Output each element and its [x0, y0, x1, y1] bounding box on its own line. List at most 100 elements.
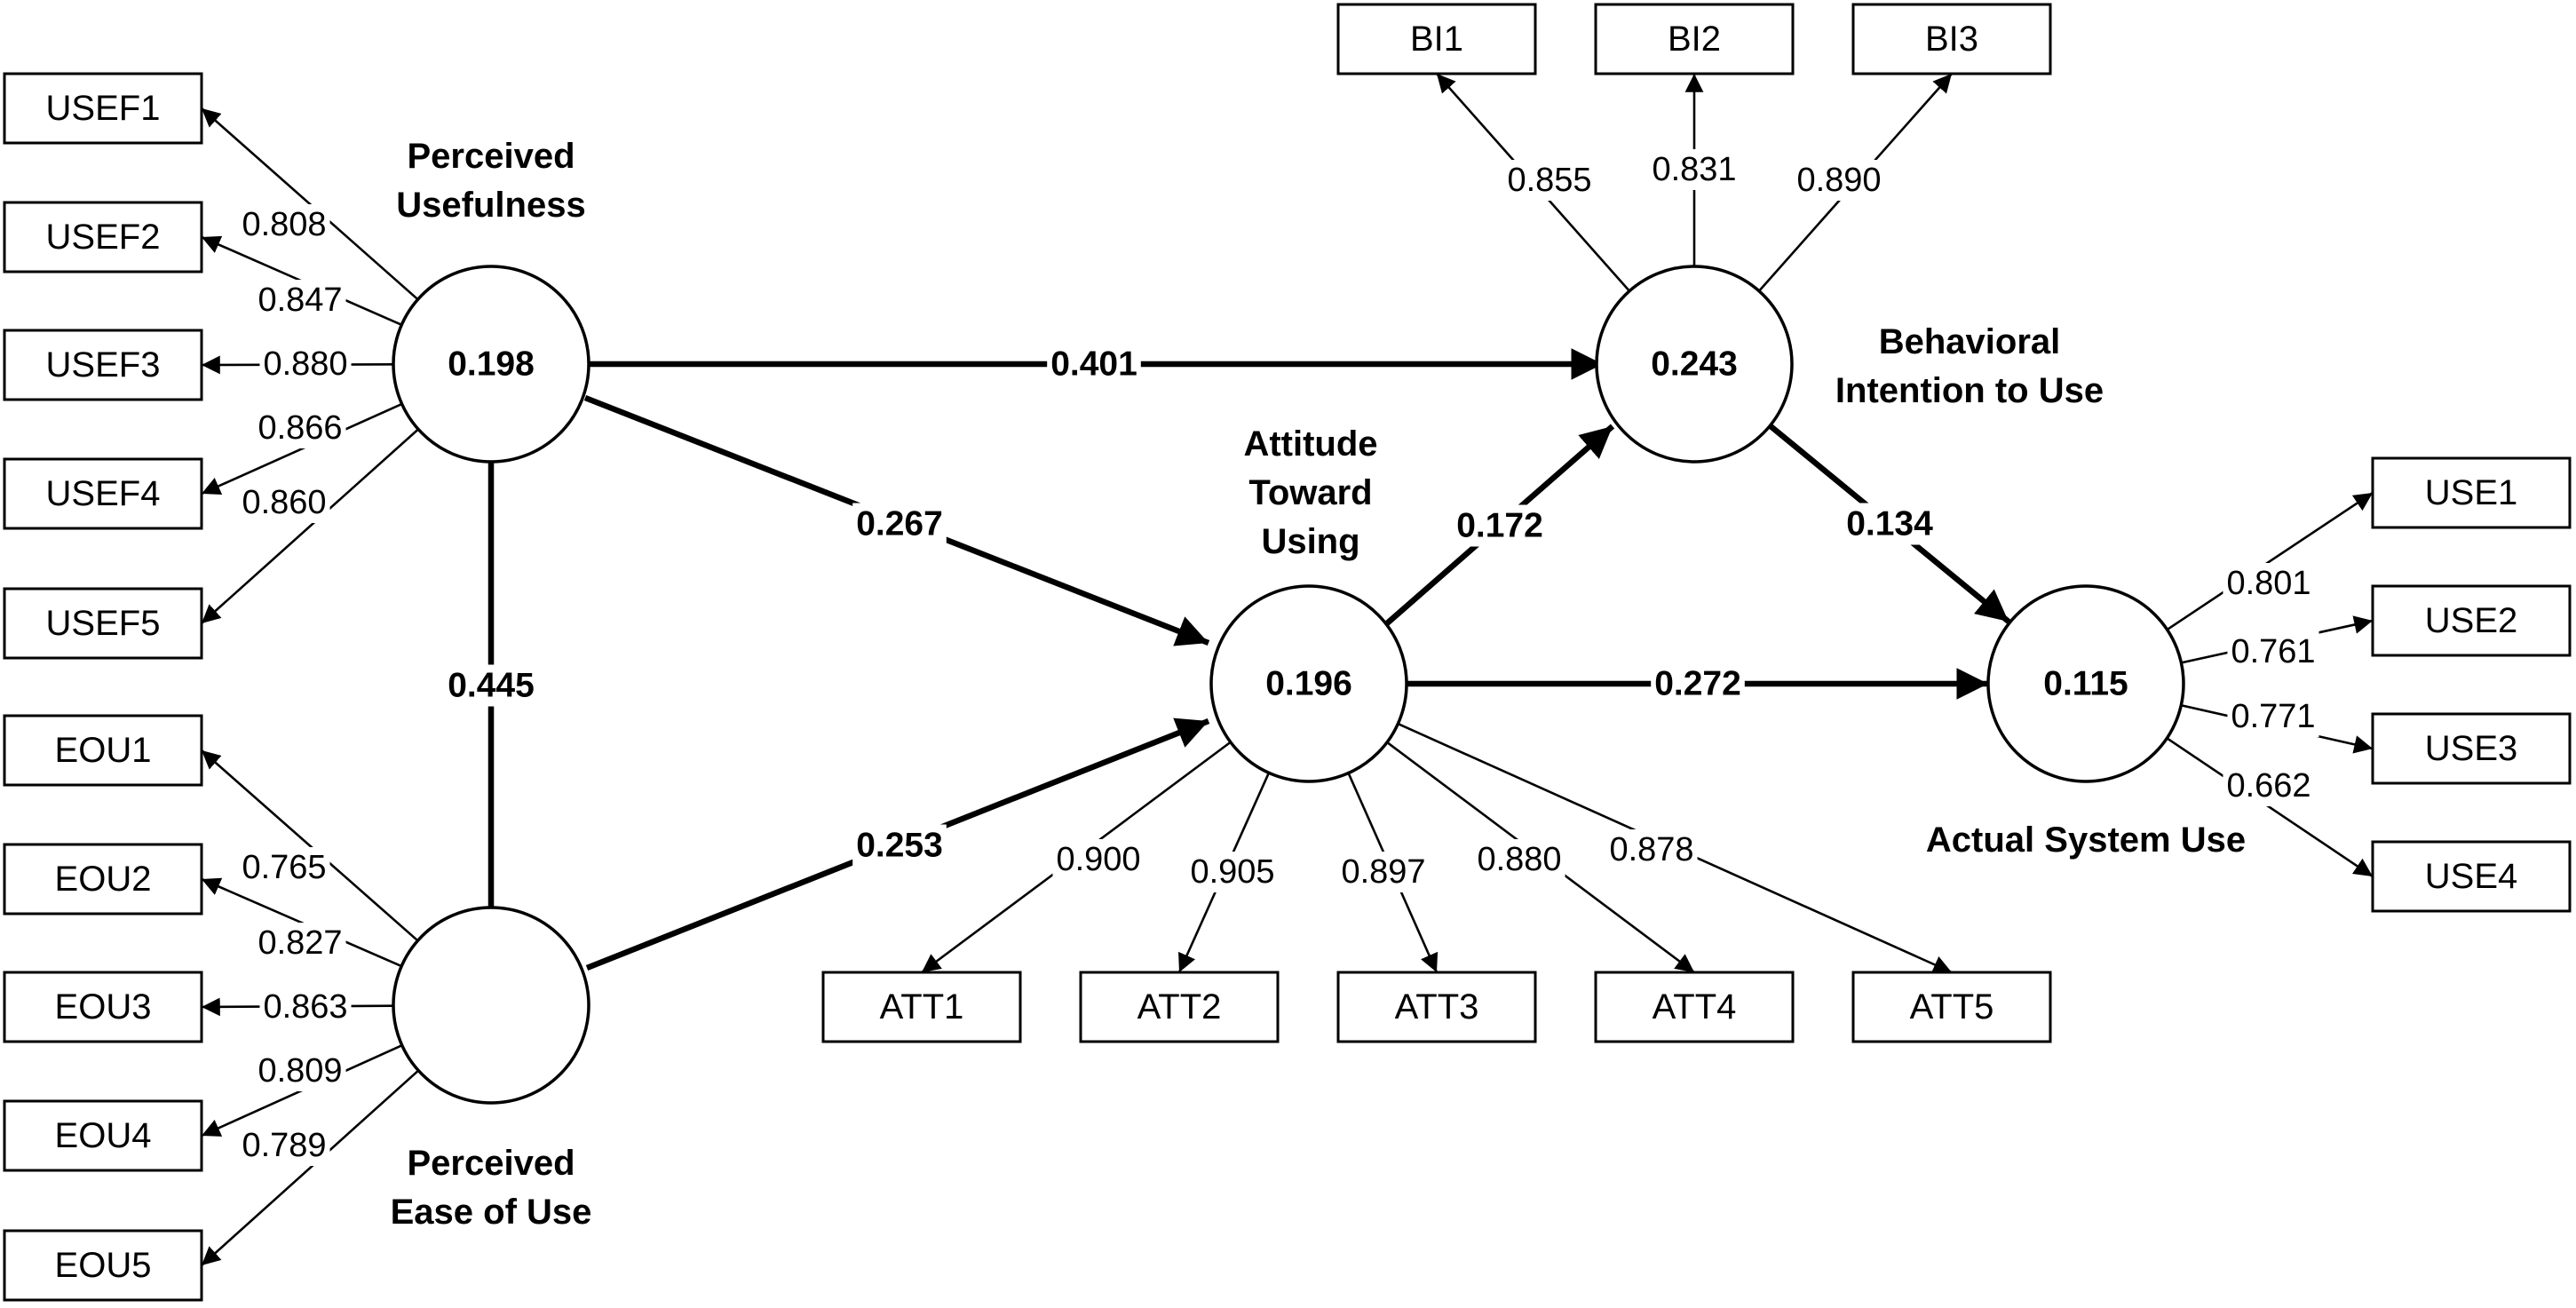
construct-title-att-line-2: Toward [1248, 473, 1372, 512]
indicator-box-eou4 [3, 1099, 203, 1172]
indicator-box-usef2 [3, 201, 203, 273]
label-background [1047, 343, 1141, 385]
label-background [238, 847, 330, 888]
loading-value-use4: 0.662 [2226, 767, 2310, 805]
indicator-box-bi1 [1336, 3, 1537, 75]
construct-circle-eou [392, 906, 590, 1105]
label-background [1503, 160, 1596, 201]
loading-arrow-usef5 [201, 428, 419, 624]
label-background [1651, 662, 1745, 705]
r-squared-bi: 0.243 [1651, 345, 1738, 384]
path-coefficient-att-to-use: 0.272 [1654, 665, 1741, 703]
r-squared-att: 0.196 [1265, 665, 1352, 703]
loading-value-att5: 0.878 [1609, 831, 1693, 868]
label-background [254, 1050, 346, 1091]
indicator-box-use2 [2371, 584, 2572, 657]
loading-arrow-usef4 [201, 402, 403, 495]
indicator-label-att2: ATT2 [1137, 987, 1222, 1027]
construct-title-eou-line-2: Ease of Use [391, 1193, 592, 1232]
construct-title-eou-line-1: Perceived [407, 1144, 575, 1183]
loading-value-eou3: 0.863 [263, 988, 347, 1026]
loading-value-use3: 0.771 [2231, 698, 2315, 735]
label-background [238, 1125, 330, 1166]
indicator-label-eou3: EOU3 [55, 987, 152, 1027]
construct-circle-bi [1595, 265, 1794, 464]
label-background [1648, 149, 1740, 190]
indicator-box-usef3 [3, 329, 203, 401]
indicator-label-att5: ATT5 [1910, 987, 1994, 1027]
indicator-label-eou5: EOU5 [55, 1246, 152, 1285]
indicator-label-usef3: USEF3 [46, 345, 161, 384]
loading-value-usef3: 0.880 [263, 345, 347, 383]
label-background [254, 280, 346, 321]
path-coefficient-eou-to-att: 0.253 [856, 827, 943, 865]
indicator-box-usef5 [3, 587, 203, 660]
loading-arrow-use1 [2166, 491, 2374, 631]
indicator-box-use3 [2371, 712, 2572, 785]
indicator-box-usef1 [3, 72, 203, 145]
label-background [259, 987, 352, 1027]
construct-title-att-line-3: Using [1261, 522, 1359, 561]
construct-circle-pu [392, 265, 590, 464]
loading-value-att1: 0.900 [1056, 841, 1140, 878]
indicator-box-eou1 [3, 714, 203, 787]
indicator-label-eou4: EOU4 [55, 1116, 152, 1155]
indicator-box-att3 [1336, 971, 1537, 1043]
construct-title-pu-line-2: Usefulness [396, 186, 585, 225]
label-background [2227, 696, 2319, 737]
label-background [2223, 765, 2315, 806]
path-coefficient-eou-to-pu: 0.445 [448, 667, 535, 705]
construct-title-use-line-1: Actual System Use [1926, 820, 2246, 860]
indicator-label-use4: USE4 [2425, 857, 2518, 896]
label-background [254, 408, 346, 448]
label-background [1052, 839, 1145, 880]
loading-value-use1: 0.801 [2226, 565, 2310, 602]
indicator-box-eou5 [3, 1229, 203, 1302]
loading-value-bi3: 0.890 [1796, 162, 1881, 199]
loading-value-usef2: 0.847 [258, 281, 342, 319]
label-background [238, 482, 330, 523]
indicator-label-usef2: USEF2 [46, 218, 161, 257]
indicator-box-bi3 [1851, 3, 2052, 75]
label-background [2227, 631, 2319, 672]
loading-value-att4: 0.880 [1477, 841, 1561, 878]
indicator-label-usef4: USEF4 [46, 474, 161, 513]
label-background [1793, 160, 1885, 201]
label-background [444, 664, 538, 707]
indicator-box-att4 [1594, 971, 1795, 1043]
label-background [259, 344, 352, 384]
indicator-label-bi3: BI3 [1925, 20, 1978, 59]
construct-circle-use [1986, 584, 2185, 783]
construct-circle-att [1209, 584, 1408, 783]
label-background [852, 503, 947, 545]
construct-title-bi-line-1: Behavioral [1879, 322, 2061, 361]
path-coefficient-bi-to-use: 0.134 [1846, 505, 1933, 543]
construct-title-pu-line-1: Perceived [407, 137, 575, 176]
indicator-box-eou3 [3, 971, 203, 1043]
label-background [1605, 829, 1698, 870]
loading-value-usef5: 0.860 [242, 484, 326, 521]
indicator-label-att3: ATT3 [1395, 987, 1479, 1027]
indicator-box-att1 [821, 971, 1022, 1043]
r-squared-use: 0.115 [2043, 665, 2128, 703]
loading-arrow-usef1 [201, 107, 419, 301]
loading-value-bi1: 0.855 [1507, 162, 1591, 199]
loading-value-bi2: 0.831 [1652, 151, 1736, 188]
loading-value-eou1: 0.765 [242, 849, 326, 886]
loading-value-usef1: 0.808 [242, 206, 326, 243]
indicator-box-att5 [1851, 971, 2052, 1043]
label-background [852, 824, 947, 867]
label-background [238, 204, 330, 245]
label-background [1453, 504, 1547, 547]
indicator-label-eou1: EOU1 [55, 731, 152, 770]
path-coefficient-pu-to-bi: 0.401 [1050, 345, 1137, 384]
path-coefficient-att-to-bi: 0.172 [1456, 507, 1543, 545]
r-squared-pu: 0.198 [448, 345, 535, 384]
indicator-label-att4: ATT4 [1653, 987, 1737, 1027]
loading-value-eou4: 0.809 [258, 1052, 342, 1090]
loading-arrow-use4 [2166, 737, 2374, 878]
loading-arrow-eou1 [201, 749, 419, 942]
indicator-box-eou2 [3, 843, 203, 916]
indicator-box-use1 [2371, 456, 2572, 529]
